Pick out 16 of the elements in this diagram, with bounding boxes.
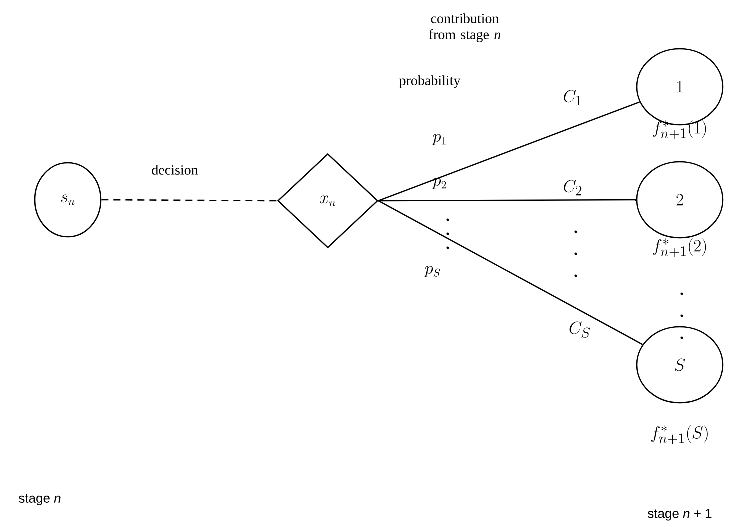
- contribution-label: $C_2$: [564, 180, 582, 196]
- text-label: probability: [400, 76, 461, 88]
- edge-label: $p_S$: [424, 266, 440, 278]
- edge-label: $p_1$: [432, 134, 446, 146]
- connector-line: [378, 102, 640, 202]
- value-label: $f^*_{n+1}(S)$: [651, 426, 708, 444]
- contribution-label: $C_1$: [564, 90, 582, 106]
- connector-line: [102, 199, 278, 202]
- stage-label: stage n: [19, 494, 61, 506]
- stage-label: stage n + 1: [648, 509, 712, 521]
- text-label: contribution from stage n: [429, 14, 501, 42]
- connector-line: [378, 199, 636, 202]
- connector-line: [378, 200, 644, 346]
- value-label: $f^*_{n+1}(2)$: [653, 238, 706, 258]
- edge-label: decision: [152, 165, 198, 175]
- contribution-label: $C_S$: [570, 322, 590, 338]
